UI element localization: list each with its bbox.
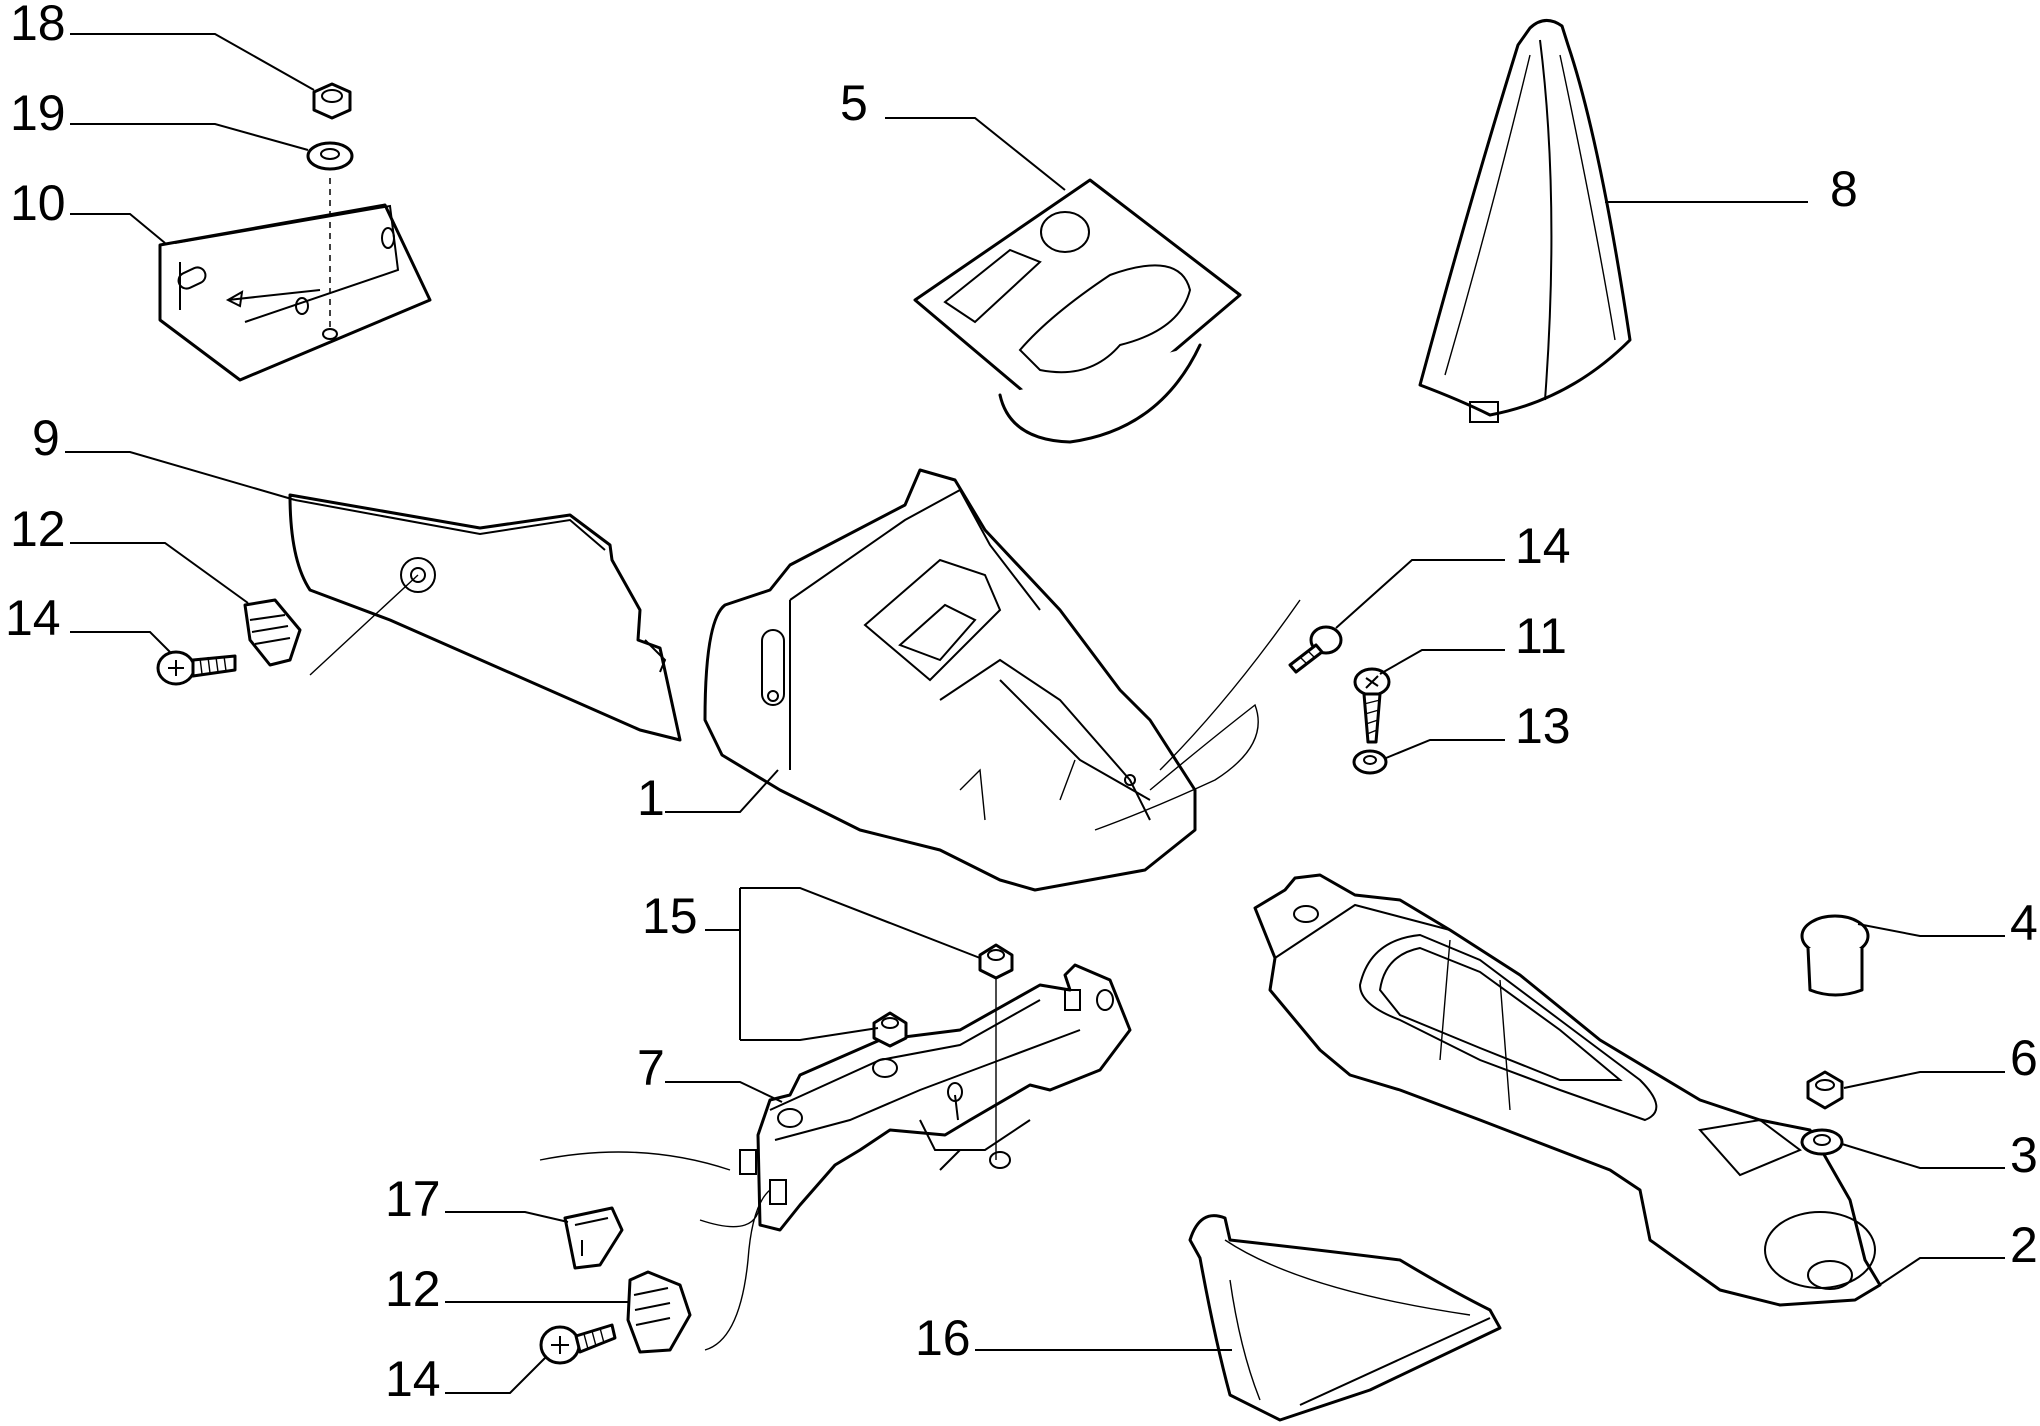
callout-12-lower: 12 bbox=[385, 1261, 441, 1317]
part-8-gear-boot bbox=[1418, 19, 1632, 423]
leader-10 bbox=[70, 213, 166, 244]
leader-12-upper bbox=[70, 542, 249, 604]
leader-14-lower bbox=[445, 1357, 546, 1394]
leader-19 bbox=[70, 123, 309, 151]
part-10-bracket bbox=[158, 203, 432, 382]
leader-7 bbox=[665, 1081, 783, 1103]
leader-13 bbox=[1385, 739, 1505, 759]
callout-11: 11 bbox=[1515, 608, 1567, 664]
callout-14-right: 14 bbox=[1515, 518, 1571, 574]
part-12-clip-upper bbox=[243, 598, 302, 667]
part-16-handbrake-boot bbox=[1188, 1214, 1502, 1422]
callout-10: 10 bbox=[10, 175, 66, 231]
leader-11 bbox=[1379, 649, 1505, 675]
leader-2 bbox=[1877, 1257, 2005, 1287]
callout-14-upper: 14 bbox=[5, 590, 61, 646]
callout-1: 1 bbox=[637, 770, 665, 826]
part-12-clip-lower bbox=[626, 1270, 692, 1354]
callout-5: 5 bbox=[840, 75, 868, 131]
part-15-nut-lower bbox=[872, 1011, 908, 1048]
leader-17 bbox=[445, 1211, 569, 1223]
callout-2: 2 bbox=[2010, 1217, 2038, 1273]
part-6-nut bbox=[1806, 1070, 1844, 1110]
part-18-nut bbox=[312, 82, 352, 120]
leader-6 bbox=[1843, 1071, 2005, 1089]
part-17-clip bbox=[563, 1206, 624, 1270]
leader-5 bbox=[885, 117, 1066, 191]
part-7-support-bracket bbox=[539, 963, 1132, 1351]
leader-4 bbox=[1857, 923, 2005, 937]
part-14-screw-right bbox=[1288, 625, 1343, 674]
callout-6: 6 bbox=[2010, 1030, 2038, 1086]
callout-4: 4 bbox=[2010, 895, 2038, 951]
callout-9: 9 bbox=[32, 410, 60, 466]
callout-14-lower: 14 bbox=[385, 1351, 441, 1407]
callout-12-upper: 12 bbox=[10, 501, 66, 557]
callout-7: 7 bbox=[637, 1040, 665, 1096]
part-15-nut-upper bbox=[978, 943, 1014, 980]
part-9-side-panel bbox=[288, 493, 682, 742]
part-3-washer bbox=[1800, 1128, 1844, 1156]
part-5-cup-holder bbox=[913, 178, 1242, 444]
leader-9 bbox=[65, 451, 296, 501]
part-11-screw bbox=[1353, 667, 1391, 744]
leader-1 bbox=[665, 769, 779, 813]
callout-15: 15 bbox=[642, 888, 698, 944]
part-13-washer bbox=[1352, 749, 1388, 775]
leader-3 bbox=[1841, 1143, 2005, 1169]
leader-14-upper bbox=[70, 631, 171, 653]
callout-19: 19 bbox=[10, 85, 66, 141]
callout-13: 13 bbox=[1515, 698, 1571, 754]
callout-18: 18 bbox=[10, 0, 66, 51]
callout-labels: 18 19 10 5 8 9 12 14 14 11 13 1 15 4 7 6… bbox=[5, 0, 2038, 1407]
leader-14-right bbox=[1335, 559, 1505, 629]
callout-3: 3 bbox=[2010, 1127, 2038, 1183]
part-14-screw-upper-left bbox=[156, 650, 237, 686]
part-1-center-console bbox=[703, 468, 1301, 892]
part-19-washer bbox=[306, 141, 354, 171]
leader-15 bbox=[705, 887, 981, 1041]
leader-18 bbox=[70, 33, 315, 91]
callout-17: 17 bbox=[385, 1171, 441, 1227]
part-4-plug bbox=[1800, 914, 1870, 997]
leader-lines bbox=[65, 33, 2005, 1394]
callout-8: 8 bbox=[1830, 161, 1858, 217]
callout-16: 16 bbox=[915, 1310, 971, 1366]
part-14-screw-lower bbox=[539, 1323, 617, 1365]
part-2-tunnel-cover bbox=[1253, 873, 1882, 1307]
